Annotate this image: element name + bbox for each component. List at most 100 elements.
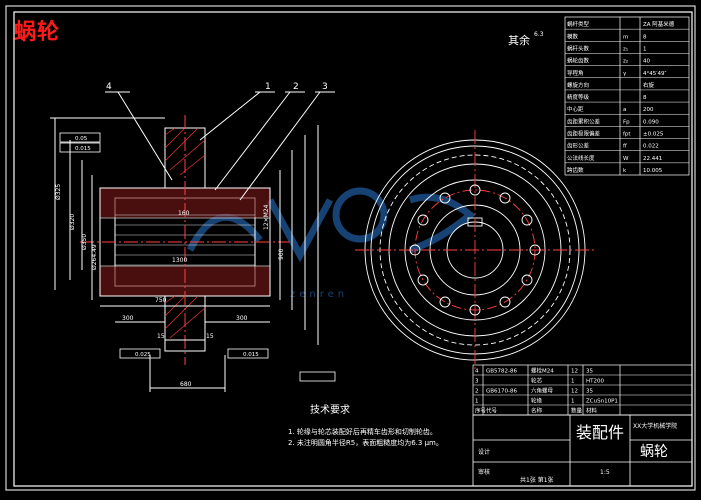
dim-d5: 1300 bbox=[172, 257, 187, 264]
tol-4: 0.015 bbox=[243, 352, 259, 358]
param-name: 模数 bbox=[567, 32, 579, 40]
param-name: 精度等级 bbox=[567, 93, 590, 101]
roughness-note: 其余 bbox=[508, 33, 530, 47]
inner-border bbox=[13, 11, 693, 487]
dim-d3: Ø264.49 bbox=[91, 244, 98, 270]
param-symbol: Fp bbox=[623, 119, 630, 125]
tol-3: 0.025 bbox=[135, 352, 151, 358]
page-title: 蜗轮 bbox=[14, 19, 61, 45]
param-name: 中心距 bbox=[567, 105, 584, 113]
param-value: 4°45′49″ bbox=[643, 71, 667, 77]
outer-border bbox=[5, 5, 696, 491]
tol-1: 0.05 bbox=[75, 136, 88, 142]
param-value: 0.090 bbox=[643, 119, 659, 125]
section-view bbox=[50, 91, 335, 392]
param-value: 200 bbox=[643, 107, 654, 113]
parts-cell-qty: 1 bbox=[571, 399, 575, 405]
param-name: 齿距极限偏差 bbox=[567, 130, 601, 138]
parts-cell-code: 代号 bbox=[486, 407, 498, 415]
param-symbol: ff bbox=[623, 144, 627, 150]
param-value: 右旋 bbox=[643, 81, 655, 89]
dim-d1: Ø320 bbox=[69, 214, 76, 230]
parts-cell-mat: 35 bbox=[586, 369, 593, 375]
parts-cell-qty: 12 bbox=[571, 369, 578, 375]
tech-req-heading: 技术要求 bbox=[310, 403, 350, 416]
param-symbol: k bbox=[623, 168, 627, 174]
dim-d9: 15 bbox=[157, 333, 165, 340]
param-value: 40 bbox=[643, 59, 650, 65]
dim-d10: 15 bbox=[206, 333, 214, 340]
param-value: 0.022 bbox=[643, 144, 659, 150]
parts-cell-no: 序号 bbox=[475, 407, 487, 415]
dim-d4: Ø325 bbox=[55, 184, 62, 200]
parts-cell-name: 六角螺母 bbox=[531, 387, 554, 395]
part-leaders: 4 1 2 3 bbox=[106, 82, 328, 92]
param-symbol: fpt bbox=[623, 132, 631, 138]
parts-cell-name: 名称 bbox=[531, 407, 543, 415]
param-name: 跨齿数 bbox=[567, 166, 584, 174]
param-name: 公法线长度 bbox=[567, 154, 595, 162]
bolt-holes bbox=[409, 184, 541, 316]
param-symbol: z₁ bbox=[623, 46, 628, 52]
school-name: XX大学机械学院 bbox=[633, 422, 677, 430]
param-symbol: z₂ bbox=[623, 59, 628, 65]
param-name: 齿形公差 bbox=[567, 142, 590, 150]
param-symbol: W bbox=[623, 156, 629, 162]
param-name: 蜗杆头数 bbox=[567, 44, 590, 52]
parts-cell-mat: 35 bbox=[586, 389, 593, 395]
param-symbol: γ bbox=[623, 71, 627, 77]
parts-cell-name: 螺栓M24 bbox=[531, 367, 554, 375]
tol-2: 0.015 bbox=[75, 146, 91, 152]
parts-cell-code: GB6170-86 bbox=[486, 389, 518, 395]
dim-d13: 900 bbox=[278, 248, 285, 260]
section-dimension-labels: Ø325 Ø320 Ø350 Ø264.49 1300 160 750 300 … bbox=[55, 184, 285, 388]
parts-cell-no: 4 bbox=[475, 369, 479, 375]
scale-label: 1:5 bbox=[600, 469, 610, 476]
param-value: 22.441 bbox=[643, 156, 662, 162]
leader-3: 3 bbox=[322, 82, 328, 92]
param-value: ZA 阿基米德 bbox=[643, 20, 675, 28]
param-table bbox=[564, 16, 690, 176]
param-value: 1 bbox=[643, 46, 647, 52]
tech-req-line2: 2. 未注明圆角半径R5，表面粗糙度均为6.3 μm。 bbox=[288, 438, 443, 447]
param-value: 8 bbox=[643, 34, 647, 40]
param-value: 8 bbox=[643, 95, 647, 101]
param-name: 蜗轮齿数 bbox=[567, 57, 590, 65]
param-symbol: m bbox=[623, 34, 628, 40]
dim-d8: 750 bbox=[155, 297, 167, 304]
tolerance-values: 0.05 0.015 0.025 0.015 bbox=[75, 136, 259, 358]
part-name-title: 蜗轮 bbox=[640, 444, 668, 460]
assembly-title: 装配件 bbox=[576, 423, 624, 442]
dim-d14: 12×M24 bbox=[263, 204, 270, 230]
param-name: 导程角 bbox=[567, 69, 584, 77]
param-value: 10.005 bbox=[643, 168, 663, 174]
leader-2: 2 bbox=[293, 82, 299, 92]
dim-d6: 300 bbox=[122, 315, 134, 322]
dim-d11: 680 bbox=[180, 381, 192, 388]
sheet-label: 共1张 第1张 bbox=[520, 476, 554, 484]
parts-cell-name: 轮芯 bbox=[531, 377, 543, 385]
title-block bbox=[472, 414, 693, 487]
parts-cell-name: 轮缘 bbox=[531, 397, 543, 405]
parts-cell-qty: 12 bbox=[571, 389, 578, 395]
parts-cell-qty: 数量 bbox=[571, 407, 583, 415]
dim-d7: 300 bbox=[236, 315, 248, 322]
leader-1: 1 bbox=[265, 82, 271, 92]
parts-cell-no: 3 bbox=[475, 379, 479, 385]
leader-4: 4 bbox=[106, 82, 112, 92]
dim-d12: 160 bbox=[178, 210, 190, 217]
check-label: 审核 bbox=[478, 468, 490, 476]
param-symbol: a bbox=[623, 107, 626, 113]
front-view bbox=[355, 130, 595, 370]
parts-cell-mat: 材料 bbox=[586, 407, 598, 415]
tolerance-frames bbox=[59, 132, 336, 382]
tech-req-line1: 1. 轮缘与轮芯装配好后再精车齿形和切制轮齿。 bbox=[288, 427, 437, 436]
parts-cell-no: 1 bbox=[475, 399, 479, 405]
parts-cell-no: 2 bbox=[475, 389, 479, 395]
parts-cell-code: GB5782-86 bbox=[486, 369, 518, 375]
design-label: 设计 bbox=[478, 448, 490, 456]
